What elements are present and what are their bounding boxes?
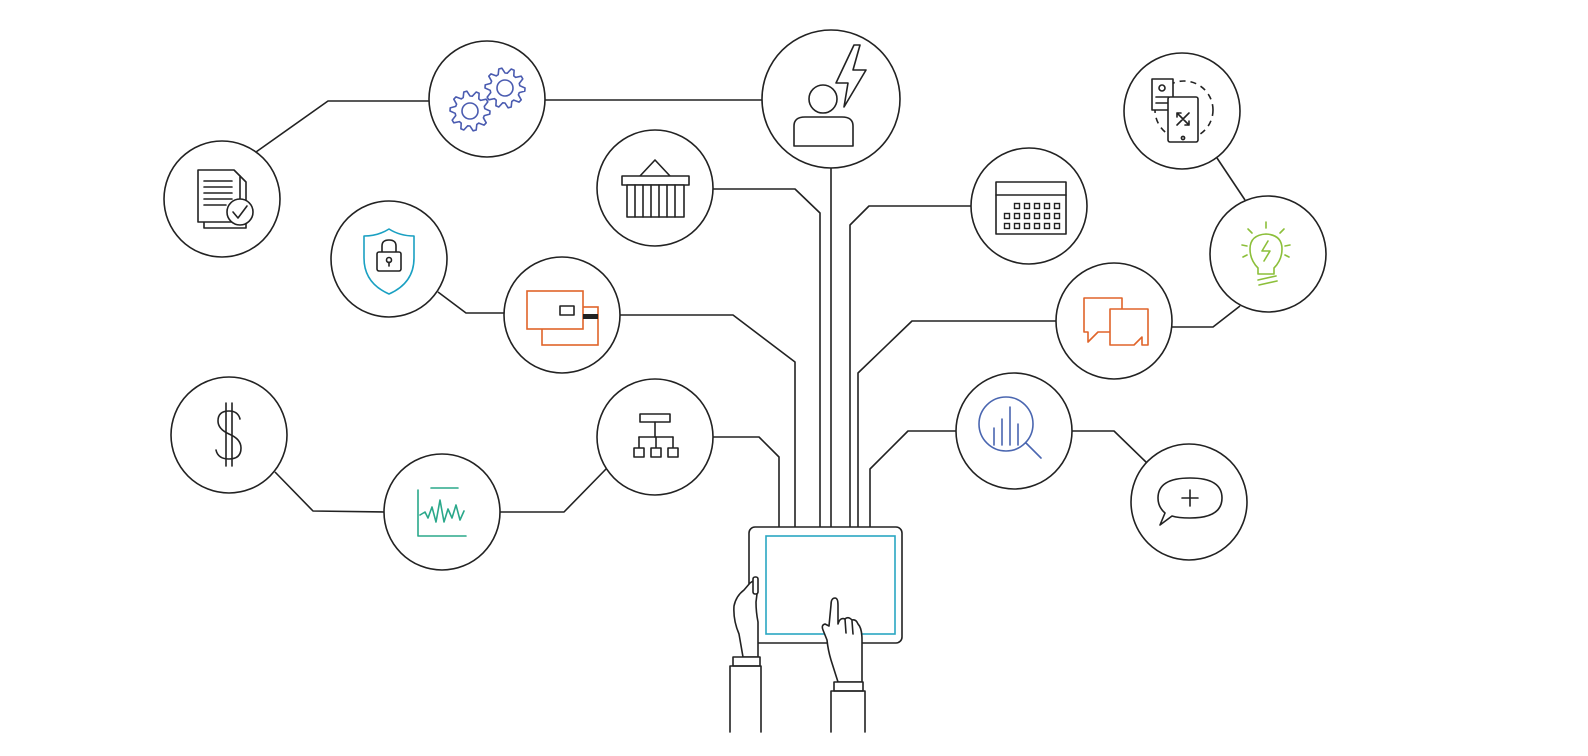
connector-org-tablet [713, 436, 780, 527]
org-chart-icon [633, 413, 679, 458]
connector-chat-tablet [857, 320, 1057, 527]
connector-document-gears [255, 100, 430, 153]
connector-calendar-tablet [849, 205, 972, 527]
connector-shield-cards [437, 291, 505, 314]
connector-analytics-comment [1071, 430, 1148, 464]
chat-bubbles-icon [1083, 297, 1149, 346]
trend-chart-icon [417, 487, 467, 537]
bank-icon [621, 159, 690, 218]
calendar-day-cell [1023, 202, 1031, 210]
credit-cards-icon [526, 290, 599, 346]
gears-icon [449, 67, 526, 132]
calendar-day-cell [1043, 222, 1051, 230]
gear-hole-icon [461, 102, 479, 120]
tablet-icon [748, 526, 903, 644]
connector-analytics-tablet [869, 430, 957, 527]
connectors [255, 99, 1246, 527]
user-alert-icon [793, 44, 867, 147]
gear-icon [449, 90, 491, 132]
lightbulb-icon [1241, 221, 1291, 286]
connector-bank-tablet [713, 188, 821, 527]
calendar-day-cell [1033, 212, 1041, 220]
calendar-day-cell [1033, 202, 1041, 210]
calendar-day-cell [1053, 222, 1061, 230]
add-comment-icon [1157, 477, 1223, 526]
connector-chat-bulb [1172, 305, 1241, 328]
analytics-search-icon [978, 396, 1042, 459]
calendar-day-cell [1013, 212, 1021, 220]
connector-mobile-bulb [1216, 157, 1246, 201]
mobile-scan-icon [1151, 78, 1214, 143]
right-hand-icon [821, 597, 866, 733]
dollar-icon [215, 402, 242, 467]
calendar-icon [995, 181, 1067, 235]
calendar-day-cell [1053, 202, 1061, 210]
node-user-alert [761, 29, 901, 169]
calendar-day-cell [1003, 222, 1011, 230]
gear-icon [484, 67, 526, 109]
gear-hole-icon [496, 79, 514, 97]
connector-dollar-chart [274, 471, 385, 513]
shield-lock-icon [363, 228, 415, 295]
node-rings [163, 29, 1327, 571]
calendar-day-cell [1033, 222, 1041, 230]
approved-document-icon [197, 169, 254, 229]
connector-chart-org [500, 467, 608, 513]
calendar-day-cell [1023, 222, 1031, 230]
calendar-day-cell [1013, 202, 1021, 210]
left-hand-icon [729, 576, 762, 733]
calendar-day-cell [1013, 222, 1021, 230]
calendar-day-cell [1023, 212, 1031, 220]
connector-cards-tablet [620, 314, 796, 527]
calendar-day-cell [1043, 202, 1051, 210]
node-dollar [170, 376, 288, 494]
calendar-day-cell [1043, 212, 1051, 220]
node-add-comment [1130, 443, 1248, 561]
calendar-day-cell [1053, 212, 1061, 220]
node-analytics-search [955, 372, 1073, 490]
calendar-day-cell [1003, 212, 1011, 220]
